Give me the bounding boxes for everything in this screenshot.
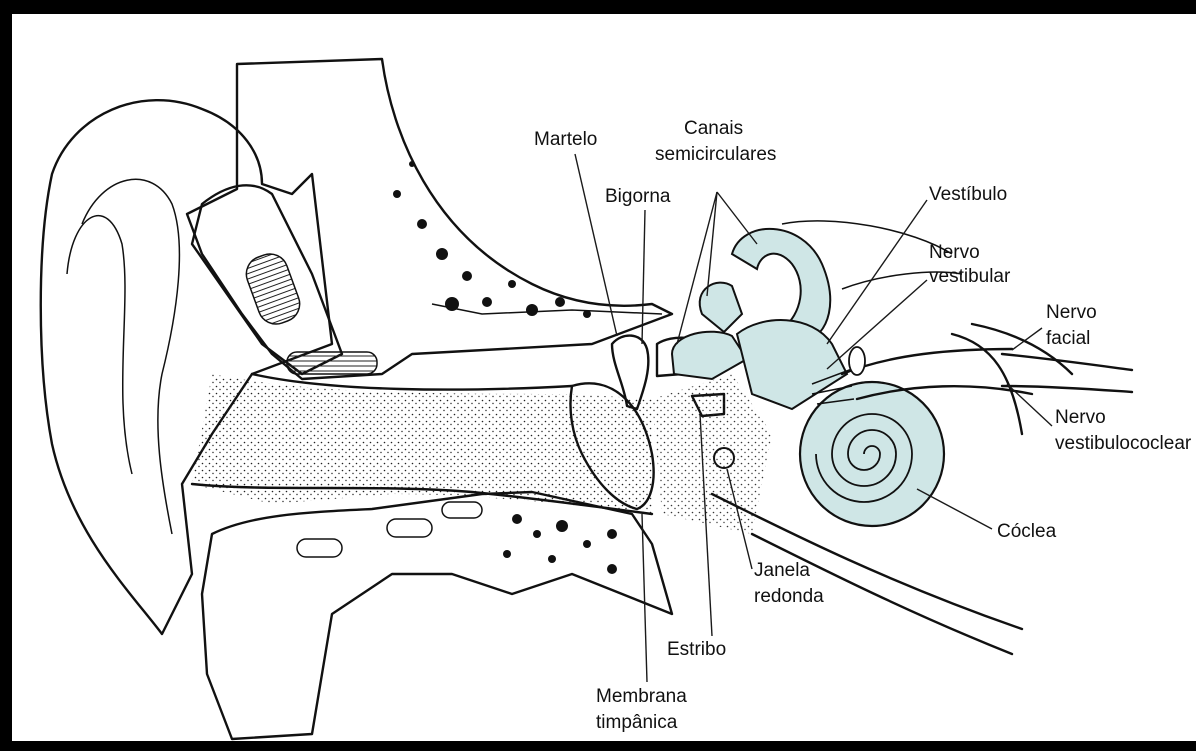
label-martelo: Martelo bbox=[534, 129, 597, 150]
label-vestibulo: Vestíbulo bbox=[929, 184, 1007, 205]
label-membrana-line1: Membrana bbox=[596, 686, 687, 707]
temporal-bone-upper bbox=[187, 59, 672, 379]
label-nervo-vestibular-line2: vestibular bbox=[929, 266, 1011, 287]
label-nervo-facial-line1: Nervo bbox=[1046, 302, 1097, 323]
label-canais-line2: semicirculares bbox=[655, 144, 776, 165]
ear-canal bbox=[192, 374, 652, 514]
middle-ear-cavity bbox=[652, 374, 772, 534]
label-membrana-line2: timpânica bbox=[596, 712, 678, 733]
label-coclea: Cóclea bbox=[997, 521, 1057, 542]
semicircular-canals bbox=[672, 229, 847, 409]
ear-anatomy-diagram: Martelo Canais semicirculares Bigorna Ve… bbox=[12, 14, 1196, 751]
label-nervo-vestibular-line1: Nervo bbox=[929, 242, 980, 263]
label-estribo: Estribo bbox=[667, 639, 726, 660]
label-canais-line1: Canais bbox=[684, 118, 743, 139]
label-nervo-vc-line2: vestibulococlear bbox=[1055, 433, 1192, 454]
label-janela-line1: Janela bbox=[754, 560, 810, 581]
label-bigorna: Bigorna bbox=[605, 186, 671, 207]
label-nervo-facial-line2: facial bbox=[1046, 328, 1090, 349]
label-nervo-vc-line1: Nervo bbox=[1055, 407, 1106, 428]
label-janela-line2: redonda bbox=[754, 586, 824, 607]
